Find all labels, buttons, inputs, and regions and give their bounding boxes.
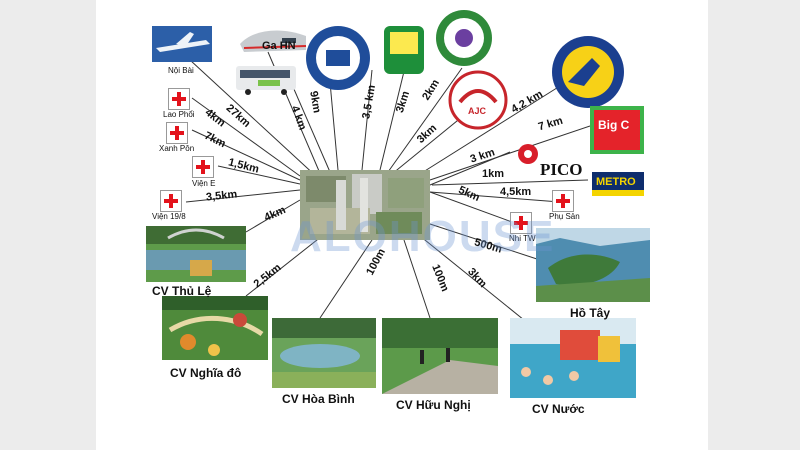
pico-mark-icon (518, 144, 538, 164)
bigc-logo (590, 106, 644, 154)
airplane-icon (152, 26, 212, 62)
distance-label: 1km (482, 168, 505, 180)
cv-thu-le-photo (146, 226, 246, 282)
su-pham-logo (384, 26, 424, 74)
distance-label: 4,5km (500, 186, 532, 198)
hospital-name: Viện 19/8 (152, 212, 186, 221)
cv-hoa-binh-photo (272, 318, 376, 388)
connector-lines (185, 51, 591, 321)
park-name: CV Hòa Bình (282, 392, 355, 406)
ho-tay-photo (536, 228, 650, 302)
bus-icon (236, 66, 296, 95)
train-icon (240, 30, 307, 52)
cv-nuoc-photo (510, 318, 636, 398)
transport-name: Nội Bài (168, 66, 194, 75)
transport-name: Ga HN (262, 40, 296, 52)
giao-thong-logo (552, 36, 624, 108)
hospital-name: Viện E (192, 179, 216, 188)
thuong-mai-logo (306, 26, 370, 90)
watermark: ALOHOUSE (290, 212, 556, 261)
hospital-name: Phụ Sản (549, 212, 580, 221)
cv-huu-nghi-photo (382, 318, 498, 394)
ajc-logo (448, 70, 508, 130)
hospital-cross-icon (192, 156, 214, 178)
hospital-cross-icon (168, 88, 190, 110)
hospital-name: Xanh Pôn (159, 144, 195, 153)
ajc-label: AJC (468, 106, 487, 116)
btc-logo (436, 10, 492, 66)
hospital-cross-icon (160, 190, 182, 212)
park-name: CV Nước (532, 402, 585, 416)
hospital-cross-icon (510, 212, 532, 234)
metro-logo (592, 172, 644, 196)
park-name: CV Hữu Nghị (396, 398, 471, 412)
park-name: CV Nghĩa đô (170, 366, 242, 380)
metro-label: METRO (596, 176, 636, 188)
bigc-label: Big C (598, 118, 630, 132)
pico-label: PICO (540, 160, 583, 179)
park-name: CV Thủ Lệ (152, 284, 212, 298)
hospital-name: Nhi TW (509, 234, 536, 243)
hospital-name: Lao Phổi (163, 110, 195, 119)
project-site-image (300, 170, 430, 240)
hospital-cross-icon (166, 122, 188, 144)
lake-name: Hồ Tây (570, 306, 611, 320)
hospital-cross-icon (552, 190, 574, 212)
cv-nghia-do-photo (162, 296, 268, 360)
